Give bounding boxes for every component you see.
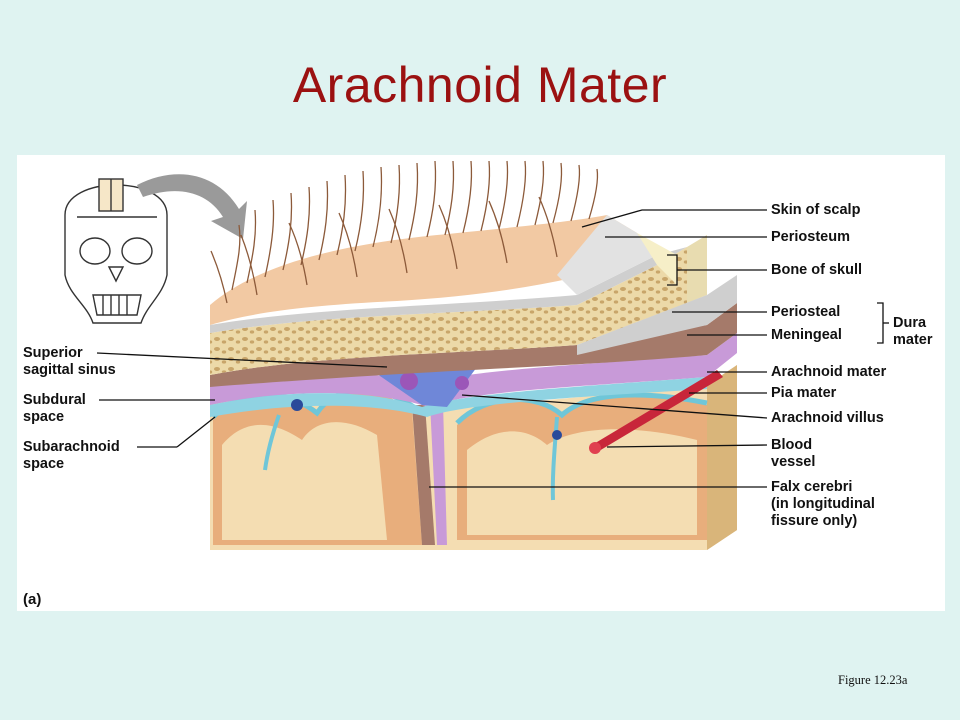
bone-of-skull [210,247,687,375]
skin-of-scalp [210,215,657,325]
label-subdural-space: Subdural space [23,392,86,425]
superior-sagittal-sinus [367,367,477,407]
dura-meningeal [210,303,737,387]
figure-panel: Skin of scalp Periosteum Bone of skull P… [17,155,945,611]
label-blood-vessel: Blood vessel [771,437,816,470]
figure-caption: Figure 12.23a [838,673,908,687]
brain-block [210,365,737,550]
label-arachnoid-villus: Arachnoid villus [771,410,884,426]
label-dura-mater: Dura mater [893,315,933,348]
leader-lines [96,209,889,488]
blood-vessel [592,370,723,451]
panel-letter: (a) [23,591,42,608]
label-superior-sagittal-sinus: Superior sagittal sinus [23,345,116,378]
label-skin-of-scalp: Skin of scalp [771,202,861,218]
label-arachnoid-mater: Arachnoid mater [771,364,887,380]
label-periosteum: Periosteum [771,229,850,245]
label-falx-cerebri: Falx cerebri (in longitudinal fissure on… [771,479,875,529]
label-bone-of-skull: Bone of skull [771,262,863,278]
label-meningeal: Meningeal [771,327,842,343]
meninges-illustration [64,160,889,550]
pointer-arrow [137,174,247,239]
arachnoid-layer [210,333,737,407]
label-pia-mater: Pia mater [771,385,837,401]
scalp-hair [210,160,599,304]
slide-title: Arachnoid Mater [292,57,668,113]
label-periosteal: Periosteal [771,304,841,320]
label-subarachnoid-space: Subarachnoid space [23,439,120,472]
skull-sketch [64,178,168,324]
